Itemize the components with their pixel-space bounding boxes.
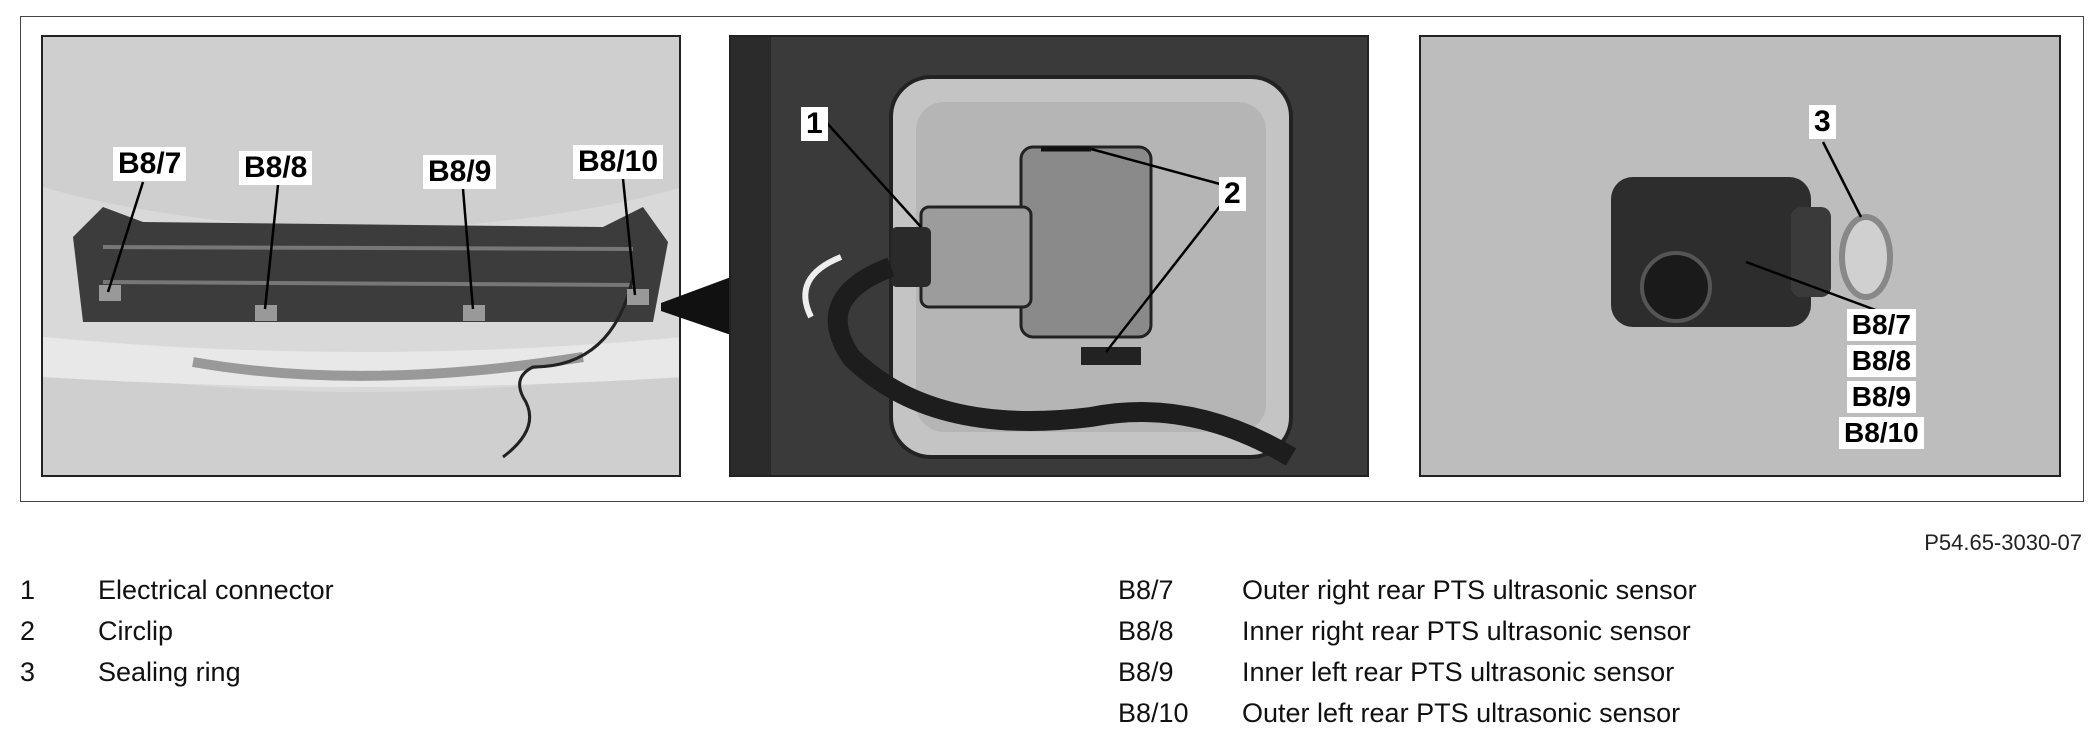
callout-b8-10: B8/10 [573,145,664,179]
callout-3: 3 [1809,105,1836,139]
sensor-label-b8-10: B8/10 [1839,417,1924,449]
legend-text: Inner right rear PTS ultrasonic sensor [1242,616,1691,646]
legend-text: Outer right rear PTS ultrasonic sensor [1242,575,1697,605]
legend-item: 1 Electrical connector [20,570,334,611]
legend-item: B8/9 Inner left rear PTS ultrasonic sens… [1118,652,1697,693]
legend-item: B8/7 Outer right rear PTS ultrasonic sen… [1118,570,1697,611]
bumper-photo-panel: B8/7 B8/8 B8/9 B8/10 [41,35,681,477]
legend-text: Outer left rear PTS ultrasonic sensor [1242,698,1681,728]
connector-photo [731,37,1297,475]
bumper-photo [43,178,679,459]
sensor-photo [1611,141,1893,327]
legend-text: Circlip [98,616,174,646]
callout-b8-7: B8/7 [113,147,187,181]
sensor-photo-panel: 3 B8/7 B8/8 B8/9 B8/10 [1419,35,2061,477]
callout-b8-9: B8/9 [423,155,497,189]
legend-key: 1 [20,575,36,605]
callout-1: 1 [801,107,828,141]
legend-item: 3 Sealing ring [20,652,334,693]
zoom-wedge [661,277,731,335]
callout-2: 2 [1219,177,1246,211]
legend-key: 2 [20,616,36,646]
legend-text: Inner left rear PTS ultrasonic sensor [1242,657,1675,687]
legend-item: B8/10 Outer left rear PTS ultrasonic sen… [1118,693,1697,734]
callout-b8-8: B8/8 [239,151,313,185]
legend-text: Sealing ring [98,657,241,687]
legend-left: 1 Electrical connector 2 Circlip 3 Seali… [20,570,334,693]
illustration-frame: B8/7 B8/8 B8/9 B8/10 1 2 [20,16,2084,502]
sensor-label-b8-9: B8/9 [1846,381,1916,413]
legend-key: 3 [20,657,36,687]
legend-item: B8/8 Inner right rear PTS ultrasonic sen… [1118,611,1697,652]
legend-right: B8/7 Outer right rear PTS ultrasonic sen… [1118,570,1697,734]
legend-key: B8/9 [1118,657,1174,687]
sensor-label-stack: B8/7 B8/8 B8/9 B8/10 [1839,309,1924,449]
legend-key: B8/8 [1118,616,1174,646]
sensor-label-b8-7: B8/7 [1846,309,1916,341]
legend-text: Electrical connector [98,575,334,605]
connector-photo-panel: 1 2 [729,35,1369,477]
legend-key: B8/7 [1118,575,1174,605]
sensor-label-b8-8: B8/8 [1846,345,1916,377]
figure-code: P54.65-3030-07 [1924,530,2082,555]
legend-item: 2 Circlip [20,611,334,652]
legend-key: B8/10 [1118,698,1189,728]
